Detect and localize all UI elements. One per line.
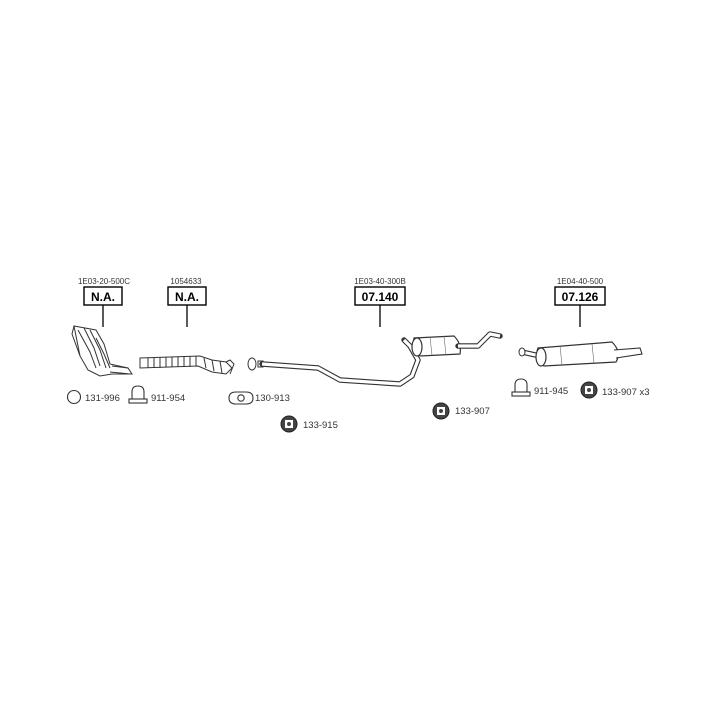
fitting-part-number: 130-913 [255,393,290,404]
part-number-label: N.A. [91,290,115,304]
clamp-icon [511,378,531,397]
flex-pipe-drawing [139,355,235,375]
fitting-130-913[interactable]: 130-913 [228,391,290,405]
fitting-part-number: 131-996 [85,393,120,404]
fitting-part-number: 911-954 [151,393,185,404]
fitting-part-number: 133-907 x3 [602,387,650,398]
rubber-mount-icon [432,402,450,420]
part-ref-number: 1E03-40-300B [354,277,406,286]
part-group-middle-silencer[interactable]: 1E03-40-300B 07.140 [247,277,503,387]
fitting-133-907[interactable]: 133-907 [432,402,490,420]
clamp-icon [128,385,148,404]
middle-pipe-drawing [247,331,503,387]
part-number-label: N.A. [175,290,199,304]
front-pipe-drawing [71,325,133,377]
part-number-label: 07.140 [362,290,399,304]
rear-silencer-drawing [518,341,643,367]
rubber-mount-icon [280,415,298,433]
rubber-mount-icon [580,381,598,399]
part-ref-number: 1E03-20-500C [78,277,130,286]
fitting-133-907-x3[interactable]: 133-907 x3 [580,381,650,399]
fitting-part-number: 133-907 [455,406,490,417]
part-ref-number: 1E04-40-500 [557,277,604,286]
fitting-133-915[interactable]: 133-915 [280,415,338,433]
fitting-part-number: 133-915 [303,420,338,431]
fitting-911-954[interactable]: 911-954 [128,385,185,404]
part-number-label: 07.126 [562,290,599,304]
part-group-flex-pipe[interactable]: 1054633 N.A. [139,277,235,375]
ring-gasket-icon [66,389,82,405]
fitting-911-945[interactable]: 911-945 [511,378,568,397]
part-group-rear-silencer[interactable]: 1E04-40-500 07.126 [518,277,643,367]
fitting-131-996[interactable]: 131-996 [66,389,120,405]
part-ref-number: 1054633 [170,277,202,286]
fitting-part-number: 911-945 [534,386,568,397]
part-group-front-pipe[interactable]: 1E03-20-500C N.A. [71,277,133,377]
flange-gasket-icon [228,391,254,405]
